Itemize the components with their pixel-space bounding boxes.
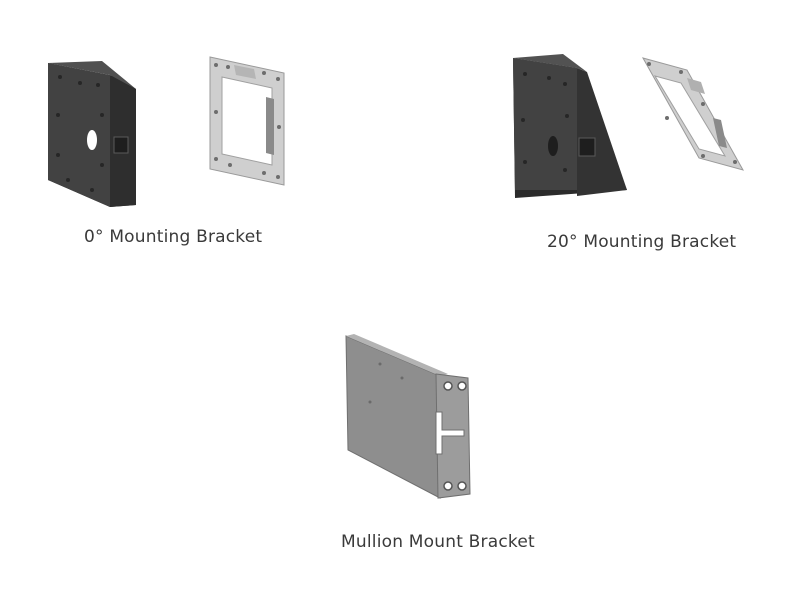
zero-degree-bracket-caption: 0° Mounting Bracket — [84, 227, 263, 247]
twenty-degree-bracket-figure — [505, 50, 750, 210]
zero-degree-bracket-illustration — [48, 56, 285, 207]
mullion-bracket-figure — [340, 330, 480, 505]
twenty-degree-bracket-caption: 20° Mounting Bracket — [547, 232, 737, 252]
zero-degree-bracket-figure — [40, 55, 300, 215]
mullion-bracket-illustration — [345, 334, 471, 499]
mullion-bracket-caption: Mullion Mount Bracket — [341, 532, 535, 552]
twenty-degree-bracket-illustration — [513, 54, 745, 198]
